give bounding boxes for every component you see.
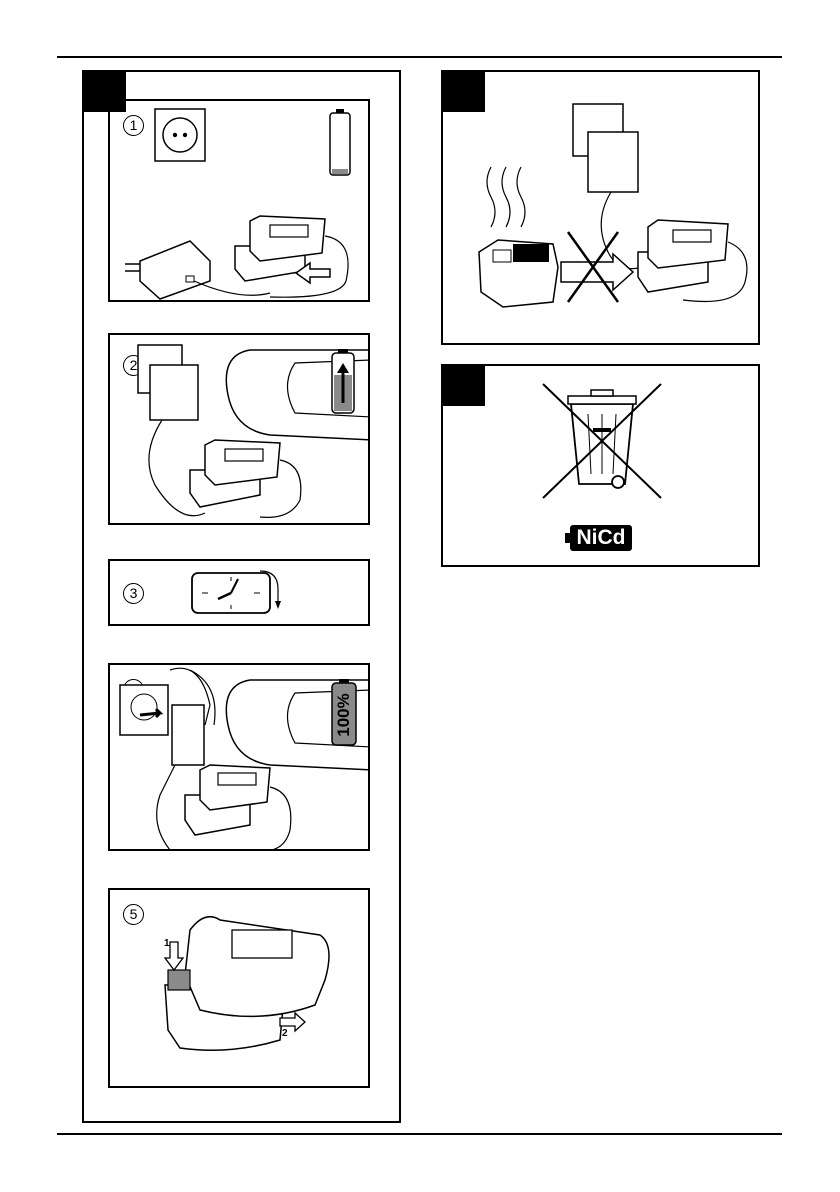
figure-b-illustration [443, 72, 762, 347]
nicd-battery-label: NiCd [570, 525, 632, 551]
battery-empty-icon [330, 109, 350, 175]
step-3-panel: 3 [108, 559, 370, 626]
battery-charging-icon [332, 349, 354, 413]
step-5-arrow-label-1: 1 [164, 938, 170, 949]
hot-battery-icon [479, 240, 558, 307]
charger-with-battery-icon [638, 220, 747, 302]
charger-with-battery-icon [190, 440, 301, 517]
remove-battery-icon [165, 917, 329, 1051]
step-4-illustration [110, 665, 370, 851]
heat-waves-icon [487, 167, 525, 227]
full-charge-label: 100% [334, 693, 354, 737]
footer-rule [57, 1133, 782, 1135]
step-3-illustration [110, 561, 370, 626]
do-not-insert-icon [561, 232, 633, 302]
adapter-plugged-icon [573, 104, 638, 269]
step-5-illustration [110, 890, 370, 1088]
header-rule [57, 56, 782, 58]
wall-socket-icon [155, 109, 205, 161]
step-2-panel: 2 [108, 333, 370, 525]
clock-icon [192, 571, 281, 613]
step-1-illustration [110, 101, 370, 302]
step-4-panel: 4 100% [108, 663, 370, 851]
charger-with-battery-icon [185, 765, 291, 851]
crossed-out-bin-icon [543, 384, 661, 498]
figure-b-frame [441, 70, 760, 345]
step-2-illustration [110, 335, 370, 525]
step-5-panel: 5 1 2 [108, 888, 370, 1088]
step-1-panel: 1 [108, 99, 370, 302]
charger-with-battery-icon [235, 216, 348, 297]
step-5-arrow-label-2: 2 [282, 1028, 288, 1039]
